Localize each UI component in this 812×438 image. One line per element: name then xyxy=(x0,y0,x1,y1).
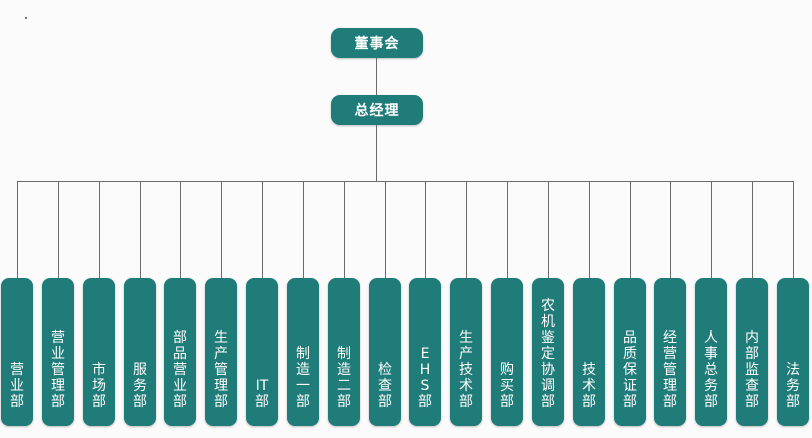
drop-line xyxy=(752,181,753,278)
connector-gm-bus xyxy=(376,125,377,181)
department-node: 制造二部 xyxy=(328,278,360,426)
department-label: 营业部 xyxy=(10,362,24,410)
department-node: 技术部 xyxy=(573,278,605,426)
department-label: 经营管理部 xyxy=(663,330,677,410)
drop-line xyxy=(99,181,100,278)
gm-node: 总经理 xyxy=(331,95,423,125)
drop-line xyxy=(385,181,386,278)
drop-line xyxy=(589,181,590,278)
department-label: 制造二部 xyxy=(337,346,351,410)
drop-line xyxy=(180,181,181,278)
department-node: 内部监查部 xyxy=(736,278,768,426)
department-node: 购买部 xyxy=(491,278,523,426)
board-label: 董事会 xyxy=(354,36,400,52)
department-label: 人事总务部 xyxy=(704,330,718,410)
drop-line xyxy=(711,181,712,278)
drop-line xyxy=(344,181,345,278)
department-node: 生产管理部 xyxy=(205,278,237,426)
department-node: 生产技术部 xyxy=(450,278,482,426)
drop-line xyxy=(630,181,631,278)
department-node: 营业管理部 xyxy=(42,278,74,426)
department-label: 农机鉴定协调部 xyxy=(541,298,555,410)
department-node: 营业部 xyxy=(1,278,33,426)
drop-line xyxy=(548,181,549,278)
drop-line xyxy=(221,181,222,278)
drop-line xyxy=(58,181,59,278)
drop-line xyxy=(140,181,141,278)
department-node: 经营管理部 xyxy=(654,278,686,426)
gm-label: 总经理 xyxy=(354,103,400,119)
department-node: 人事总务部 xyxy=(695,278,727,426)
connector-board-gm xyxy=(376,58,377,95)
department-label: 生产管理部 xyxy=(214,330,228,410)
department-label: 法务部 xyxy=(786,362,800,410)
department-node: 农机鉴定协调部 xyxy=(532,278,564,426)
drop-line xyxy=(507,181,508,278)
board-node: 董事会 xyxy=(331,28,423,58)
drop-line xyxy=(425,181,426,278)
stray-dot xyxy=(25,17,27,19)
department-label: 营业管理部 xyxy=(51,330,65,410)
drop-line xyxy=(466,181,467,278)
department-node: EHS部 xyxy=(409,278,441,426)
department-label: 检查部 xyxy=(378,362,392,410)
department-label: 市场部 xyxy=(92,362,106,410)
department-label: 购买部 xyxy=(500,362,514,410)
drop-line xyxy=(262,181,263,278)
horizontal-bus-line xyxy=(17,181,794,182)
drop-line xyxy=(17,181,18,278)
drop-line xyxy=(303,181,304,278)
department-label: 生产技术部 xyxy=(459,330,473,410)
department-node: 部品营业部 xyxy=(164,278,196,426)
department-label: 内部监查部 xyxy=(745,330,759,410)
drop-line xyxy=(670,181,671,278)
department-node: IT部 xyxy=(246,278,278,426)
department-label: 制造一部 xyxy=(296,346,310,410)
department-label: 服务部 xyxy=(133,362,147,410)
department-node: 法务部 xyxy=(777,278,809,426)
drop-line xyxy=(793,181,794,278)
department-node: 检查部 xyxy=(369,278,401,426)
department-label: 技术部 xyxy=(582,362,596,410)
department-node: 市场部 xyxy=(83,278,115,426)
department-label: IT部 xyxy=(255,378,269,410)
department-node: 制造一部 xyxy=(287,278,319,426)
department-node: 品质保证部 xyxy=(614,278,646,426)
department-label: 品质保证部 xyxy=(623,330,637,410)
department-node: 服务部 xyxy=(124,278,156,426)
department-label: EHS部 xyxy=(418,346,432,410)
department-label: 部品营业部 xyxy=(173,330,187,410)
